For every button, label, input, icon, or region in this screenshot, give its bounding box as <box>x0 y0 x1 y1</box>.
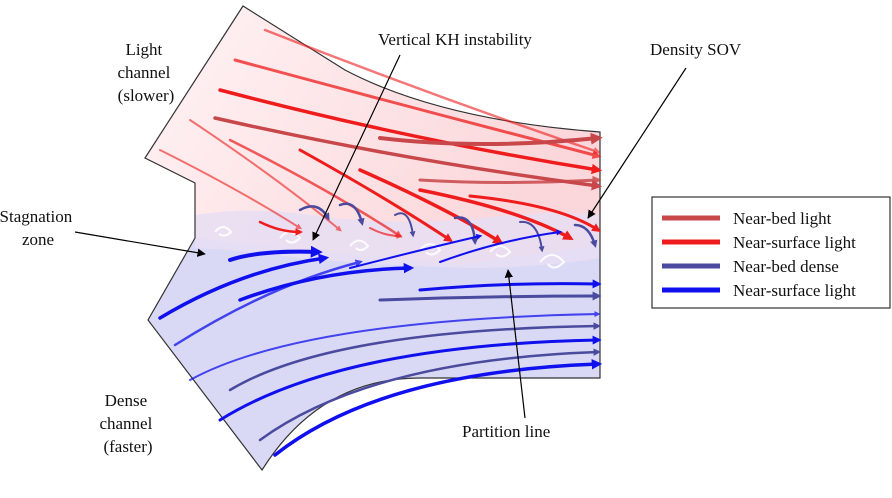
legend-label: Near-surface light <box>733 233 856 252</box>
red-curl <box>369 227 403 239</box>
blue-streamline <box>173 259 363 347</box>
light-channel-fill <box>145 6 600 265</box>
blue-curl <box>573 223 598 248</box>
labels: Light channel (slower) Dense channel (fa… <box>0 30 742 456</box>
red-streamline <box>358 168 504 245</box>
dark-blue-streamline <box>228 322 601 392</box>
kh-label: Vertical KH instability <box>378 30 532 49</box>
partition-label: Partition line <box>462 422 550 441</box>
blue-streamline <box>158 253 330 320</box>
legend-item-near-bed-light: Near-bed light <box>662 209 832 228</box>
red-curl <box>258 220 303 236</box>
blue-curl <box>298 205 330 221</box>
red-streamline <box>218 88 603 175</box>
legend-label: Near-bed light <box>733 209 832 228</box>
dark-red-streamline <box>418 175 602 185</box>
blue-streamline <box>238 262 415 302</box>
legend: Near-bed light Near-surface light Near-b… <box>651 196 891 309</box>
stagnation-pointer <box>74 231 206 257</box>
red-streamline <box>263 28 601 155</box>
blue-curl <box>394 212 416 238</box>
blue-streamline <box>189 311 601 381</box>
blue-streamline <box>228 245 323 262</box>
legend-label: Near-surface light <box>733 281 856 300</box>
light-streamlines <box>159 28 603 245</box>
dark-red-streamline <box>378 132 603 146</box>
blue-curl <box>519 220 545 253</box>
legend-label: Near-bed dense <box>733 257 839 276</box>
red-streamline <box>213 116 603 191</box>
red-streamline <box>159 149 303 230</box>
legend-item-near-bed-dense: Near-bed dense <box>662 257 839 276</box>
annotation-arrows <box>74 54 687 419</box>
legend-item-near-surface-light: Near-surface light <box>662 233 856 252</box>
red-streamline <box>468 194 602 232</box>
light-channel-label: Light channel (slower) <box>117 40 174 105</box>
red-streamline <box>228 138 403 238</box>
partition-pointer <box>504 269 526 419</box>
dark-blue-streamline <box>378 291 602 302</box>
kh-billows <box>214 226 566 269</box>
blue-streamline <box>349 233 483 269</box>
kh-pointer <box>312 54 401 241</box>
blue-streamline <box>273 358 603 457</box>
dark-blue-streamline <box>258 348 601 442</box>
blue-curl <box>338 202 365 226</box>
stagnation-label: Stagnation zone <box>0 207 76 249</box>
blue-streamline <box>218 335 602 422</box>
sov-label: Density SOV <box>650 40 742 59</box>
sov-pointer <box>587 67 687 219</box>
legend-item-near-surface-dense: Near-surface light <box>662 281 856 300</box>
blue-streamline <box>439 229 563 263</box>
dense-channel-label: Dense channel (faster) <box>99 391 156 456</box>
red-streamline <box>298 148 453 242</box>
channel-outline <box>144 5 601 472</box>
dense-streamlines <box>158 202 603 457</box>
